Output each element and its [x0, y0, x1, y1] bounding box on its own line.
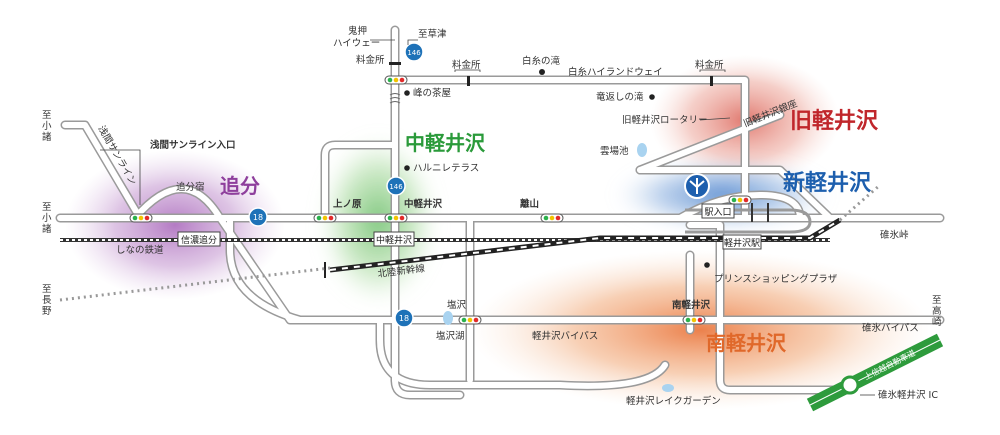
tollgate-icon — [467, 76, 470, 86]
label-hanareyama: 離山 — [520, 198, 539, 210]
poi-dot-icon — [404, 165, 410, 171]
label-usui-pass: 碓氷峠 — [880, 229, 909, 241]
label-mine-chaya: 峰の茶屋 — [413, 87, 451, 99]
label-kaminohara: 上ノ原 — [333, 198, 362, 210]
label-lake-gardens: 軽井沢レイクガーデン — [626, 395, 721, 407]
traffic-signal-icon — [540, 213, 564, 223]
traffic-signal-icon — [682, 315, 706, 325]
area-titles: 追分 中軽井沢 旧軽井沢 新軽井沢 南軽井沢 — [220, 108, 879, 355]
traffic-signal-icon — [728, 195, 752, 205]
karuizawa-station: 軽井沢駅 — [722, 234, 762, 250]
label-shiraito-highland: 白糸ハイランドウェイ — [568, 66, 663, 78]
naka-karuizawa-station: 中軽井沢 — [373, 231, 415, 247]
traffic-signals — [129, 75, 752, 325]
station-loop — [685, 203, 812, 234]
svg-text:軽井沢駅: 軽井沢駅 — [724, 237, 760, 249]
label-ryokinsho-1: 料金所 — [356, 54, 385, 66]
label-hokuriku-shinkansen: 北陸新幹線 — [377, 262, 426, 280]
label-harunire: ハルニレテラス — [413, 163, 479, 174]
label-usui-bypass: 碓氷バイパス — [862, 322, 919, 334]
route-18-west-shield: 18 — [248, 207, 268, 227]
label-naka-signal: 中軽井沢 — [404, 198, 443, 210]
shiozawa-lake — [443, 311, 453, 325]
rotary-junction-icon — [684, 173, 710, 199]
interchange-icon — [840, 375, 860, 395]
area-kyu: 旧軽井沢 — [790, 108, 879, 134]
label-shiozawako: 塩沢湖 — [436, 330, 465, 342]
traffic-signal-icon — [129, 213, 153, 223]
label-kyu-rotary: 旧軽井沢ロータリー — [622, 114, 708, 126]
shin-area-shade — [615, 160, 830, 230]
svg-text:駅入口: 駅入口 — [704, 207, 731, 218]
label-usui-ic: 碓氷軽井沢 IC — [878, 389, 938, 401]
shinkansen-line — [324, 217, 842, 278]
svg-text:146: 146 — [407, 49, 421, 57]
svg-text:146: 146 — [389, 183, 403, 191]
leader-lines — [100, 39, 875, 396]
label-onioshi-1: 鬼押 — [348, 25, 367, 37]
area-backgrounds — [65, 55, 930, 410]
tollgate-icon — [389, 62, 401, 65]
traffic-signal-icon — [313, 213, 337, 223]
label-oiwake-juku: 追分宿 — [176, 181, 205, 193]
minami-area-shade — [470, 250, 930, 410]
label-ryokinsho-2: 料金所 — [452, 59, 481, 71]
label-onioshi-2: ハイウェー — [333, 38, 380, 49]
label-asama-sunline-entrance: 浅間サンライン入口 — [150, 139, 236, 151]
road-break-marks — [389, 93, 401, 104]
svg-text:18: 18 — [399, 314, 409, 323]
traffic-signal-icon — [458, 315, 482, 325]
label-shiozawa: 塩沢 — [447, 299, 467, 311]
area-naka: 中軽井沢 — [405, 131, 486, 155]
poi-dot-icon — [649, 94, 655, 100]
route-shields: 146 146 18 18 — [248, 42, 424, 328]
label-bypass: 軽井沢バイパス — [532, 330, 598, 342]
label-shiraito-falls: 白糸の滝 — [522, 55, 561, 67]
label-to-takasaki: 至高崎 — [932, 295, 942, 328]
label-to-nagano: 至長野 — [42, 284, 52, 317]
label-prince-plaza: プリンスショッピングプラザ — [714, 273, 838, 285]
traffic-signal-icon — [384, 213, 408, 223]
label-to-komoro-1: 至小諸 — [42, 110, 52, 143]
svg-text:18: 18 — [253, 213, 263, 222]
label-ryokinsho-3: 料金所 — [695, 59, 724, 71]
label-minami-signal: 南軽井沢 — [672, 299, 711, 311]
lake-garden-pond — [662, 384, 674, 392]
area-minami: 南軽井沢 — [706, 331, 787, 355]
road-network — [55, 25, 945, 400]
svg-text:中軽井沢: 中軽井沢 — [376, 234, 412, 246]
ekimae-box: 駅入口 — [701, 203, 735, 219]
route-146-top-shield: 146 — [404, 42, 424, 62]
route-146-mid-shield: 146 — [386, 176, 406, 196]
station-boxes: 信濃追分 中軽井沢 軽井沢駅 駅入口 — [177, 203, 762, 250]
label-to-komoro-2: 至小諸 — [42, 202, 52, 235]
poi-dot-icon — [704, 262, 710, 268]
joshinetsu-expressway — [806, 333, 944, 412]
ponds — [443, 143, 674, 392]
label-to-kusatsu: 至草津 — [418, 28, 447, 40]
shinano-oiwake-station: 信濃追分 — [177, 231, 221, 247]
label-shinano-railway: しなの鉄道 — [116, 244, 164, 256]
area-oiwake: 追分 — [220, 174, 260, 198]
area-shin: 新軽井沢 — [783, 170, 872, 196]
poi-dot-icon — [539, 69, 545, 75]
svg-text:信濃追分: 信濃追分 — [181, 234, 217, 246]
poi-dots — [404, 69, 710, 268]
route-18-south-shield: 18 — [394, 308, 414, 328]
tollgate-icon — [710, 76, 713, 86]
label-ryugaeshi: 竜返しの滝 — [596, 91, 644, 103]
tollgates — [389, 62, 713, 86]
poi-dot-icon — [404, 90, 410, 96]
kumoba-pond — [637, 143, 647, 157]
label-kumoba: 雲場池 — [600, 145, 629, 157]
traffic-signal-icon — [384, 75, 408, 85]
